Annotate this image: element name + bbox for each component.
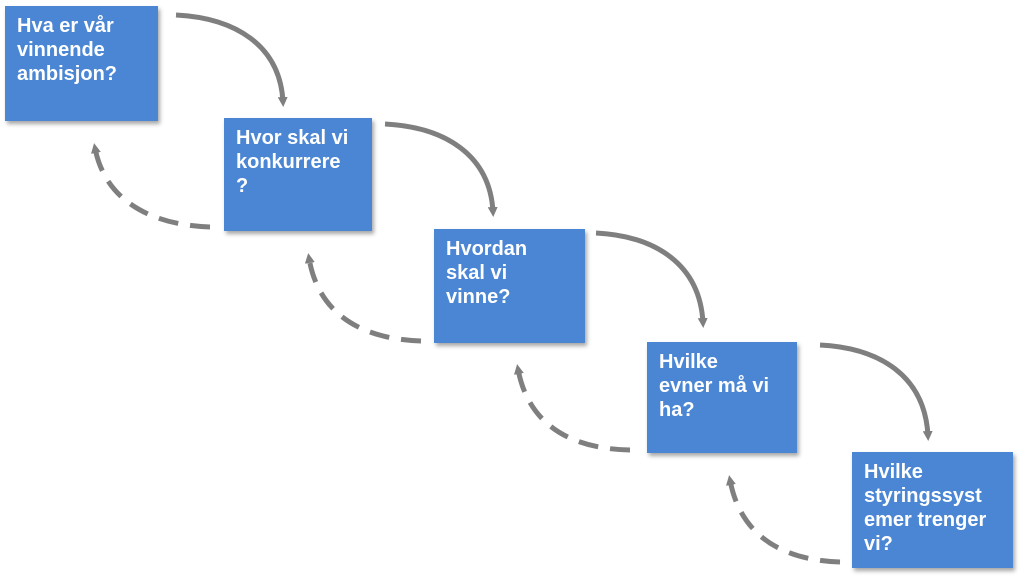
feedback-arrow-4-3: [513, 364, 631, 453]
step-box-management-systems: Hvilke styringssyst emer trenger vi?: [852, 452, 1013, 568]
feedback-arrow-2-1: [91, 143, 211, 230]
step-label: Hva er vår vinnende ambisjon?: [17, 15, 118, 85]
step-label: Hvor skal vi konkurrere ?: [236, 127, 349, 197]
step-label: Hvilke evner må vi ha?: [659, 351, 770, 421]
step-label: Hvordan skal vi vinne?: [446, 238, 528, 308]
forward-arrow-2-3: [384, 121, 498, 217]
forward-arrow-4-5: [819, 342, 933, 441]
step-box-how-to-win: Hvordan skal vi vinne?: [434, 229, 585, 343]
step-box-capabilities: Hvilke evner må vi ha?: [647, 342, 797, 453]
forward-arrow-1-2: [175, 12, 288, 107]
forward-arrow-3-4: [595, 230, 708, 328]
feedback-arrow-3-2: [304, 253, 422, 344]
feedback-arrow-5-4: [725, 475, 841, 565]
step-box-where-to-play: Hvor skal vi konkurrere ?: [224, 118, 372, 231]
step-box-winning-ambition: Hva er vår vinnende ambisjon?: [5, 6, 158, 121]
step-label: Hvilke styringssyst emer trenger vi?: [864, 461, 987, 555]
